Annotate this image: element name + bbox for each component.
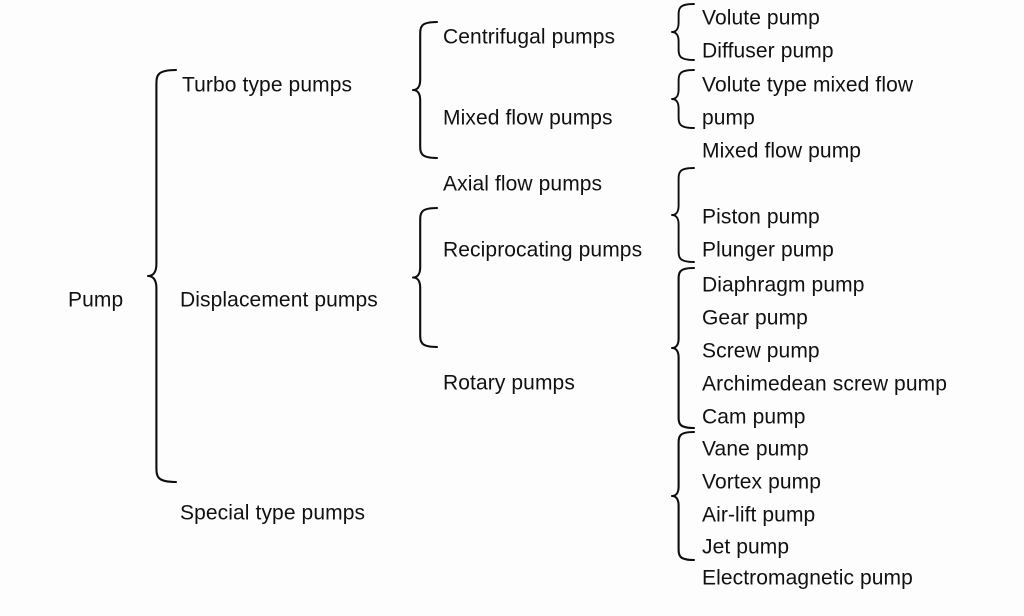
brace-special-type — [670, 430, 696, 562]
level2-node-label-2: Axial flow pumps — [443, 172, 603, 196]
level3-node-label-0: Volute pump — [702, 6, 820, 30]
level3-node-14: Air-lift pump — [702, 505, 815, 536]
level3-node-13: Vortex pump — [702, 472, 821, 503]
level3-node-2: Volute type mixed flow — [702, 75, 913, 106]
level3-node-label-15: Jet pump — [702, 535, 790, 559]
brace-pump-root-path — [146, 68, 178, 484]
level3-node-12: Vane pump — [702, 439, 809, 470]
brace-reciprocating-path — [671, 167, 695, 263]
brace-mixed-flow — [671, 69, 695, 129]
brace-pump-root — [146, 68, 178, 484]
level2-node-2: Axial flow pumps — [443, 174, 602, 205]
brace-rotary — [670, 266, 696, 430]
level3-node-label-2: Volute type mixed flow — [702, 73, 914, 97]
level3-node-15: Jet pump — [702, 537, 789, 568]
level3-node-label-4: Mixed flow pump — [702, 139, 862, 163]
brace-centrifugal — [671, 3, 695, 61]
level2-node-3: Reciprocating pumps — [443, 240, 642, 271]
brace-displacement — [411, 206, 439, 349]
level3-node-label-9: Screw pump — [702, 339, 820, 363]
level2-node-label-0: Centrifugal pumps — [443, 25, 616, 49]
brace-reciprocating — [671, 167, 695, 263]
level2-node-label-3: Reciprocating pumps — [443, 238, 643, 262]
level3-node-label-1: Diffuser pump — [702, 39, 834, 63]
root-node-label-0: Pump — [68, 288, 124, 312]
level3-node-label-10: Archimedean screw pump — [702, 372, 947, 396]
level3-node-0: Volute pump — [702, 8, 820, 39]
level1-node-label-0: Turbo type pumps — [182, 73, 353, 97]
level3-node-7: Diaphragm pump — [702, 275, 864, 306]
level3-node-label-7: Diaphragm pump — [702, 273, 865, 297]
level3-node-3: pump — [702, 108, 755, 139]
level3-node-5: Piston pump — [702, 207, 820, 238]
brace-mixed-flow-path — [671, 69, 695, 129]
level3-node-label-5: Piston pump — [702, 205, 820, 229]
brace-turbo-type — [411, 20, 439, 160]
level3-node-label-12: Vane pump — [702, 437, 809, 461]
level3-node-6: Plunger pump — [702, 240, 834, 271]
brace-rotary-path — [670, 266, 696, 430]
level3-node-16: Electromagnetic pump — [702, 568, 913, 599]
level2-node-1: Mixed flow pumps — [443, 108, 613, 139]
level3-node-8: Gear pump — [702, 308, 808, 339]
level3-node-label-13: Vortex pump — [702, 470, 821, 494]
level3-node-11: Cam pump — [702, 407, 806, 438]
level3-node-1: Diffuser pump — [702, 41, 834, 72]
level3-node-label-16: Electromagnetic pump — [702, 566, 913, 590]
level1-node-2: Special type pumps — [180, 503, 365, 534]
level2-node-4: Rotary pumps — [443, 373, 575, 404]
level3-node-label-6: Plunger pump — [702, 238, 834, 262]
level3-node-label-3: pump — [702, 106, 755, 130]
brace-centrifugal-path — [671, 3, 695, 61]
brace-turbo-type-path — [411, 20, 439, 160]
level3-node-9: Screw pump — [702, 341, 820, 372]
level3-node-label-11: Cam pump — [702, 405, 806, 429]
level1-node-label-2: Special type pumps — [180, 501, 366, 525]
level3-node-label-14: Air-lift pump — [702, 503, 816, 527]
level3-node-4: Mixed flow pump — [702, 141, 861, 172]
level1-node-0: Turbo type pumps — [182, 75, 352, 106]
level1-node-1: Displacement pumps — [180, 290, 378, 321]
level1-node-label-1: Displacement pumps — [180, 288, 378, 312]
root-node-0: Pump — [68, 290, 123, 321]
level3-node-label-8: Gear pump — [702, 306, 808, 330]
brace-displacement-path — [411, 206, 439, 349]
level2-node-label-1: Mixed flow pumps — [443, 106, 613, 130]
level3-node-10: Archimedean screw pump — [702, 374, 947, 405]
level2-node-0: Centrifugal pumps — [443, 27, 615, 58]
brace-special-type-path — [670, 430, 696, 562]
level2-node-label-4: Rotary pumps — [443, 371, 575, 395]
